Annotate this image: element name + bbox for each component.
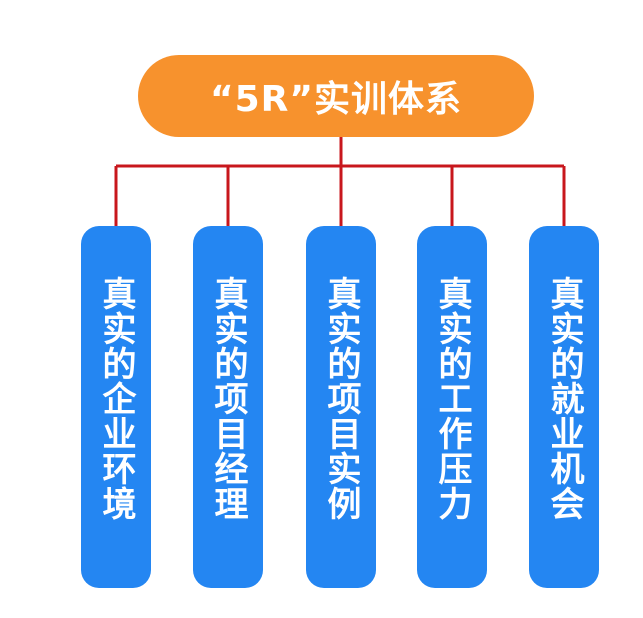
child-node-2: 真实的项目经理 (193, 226, 263, 588)
child-node-4: 真实的工作压力 (417, 226, 487, 588)
root-node: “5R”实训体系 (138, 55, 534, 137)
root-label: “5R”实训体系 (209, 79, 463, 120)
child-label-4: 真实的工作压力 (432, 276, 472, 521)
child-label-2: 真实的项目经理 (208, 276, 248, 521)
child-label-3: 真实的项目实例 (321, 276, 361, 521)
child-node-1: 真实的企业环境 (81, 226, 151, 588)
child-label-5: 真实的就业机会 (544, 276, 584, 521)
child-node-5: 真实的就业机会 (529, 226, 599, 588)
child-node-3: 真实的项目实例 (306, 226, 376, 588)
child-label-1: 真实的企业环境 (96, 276, 136, 521)
